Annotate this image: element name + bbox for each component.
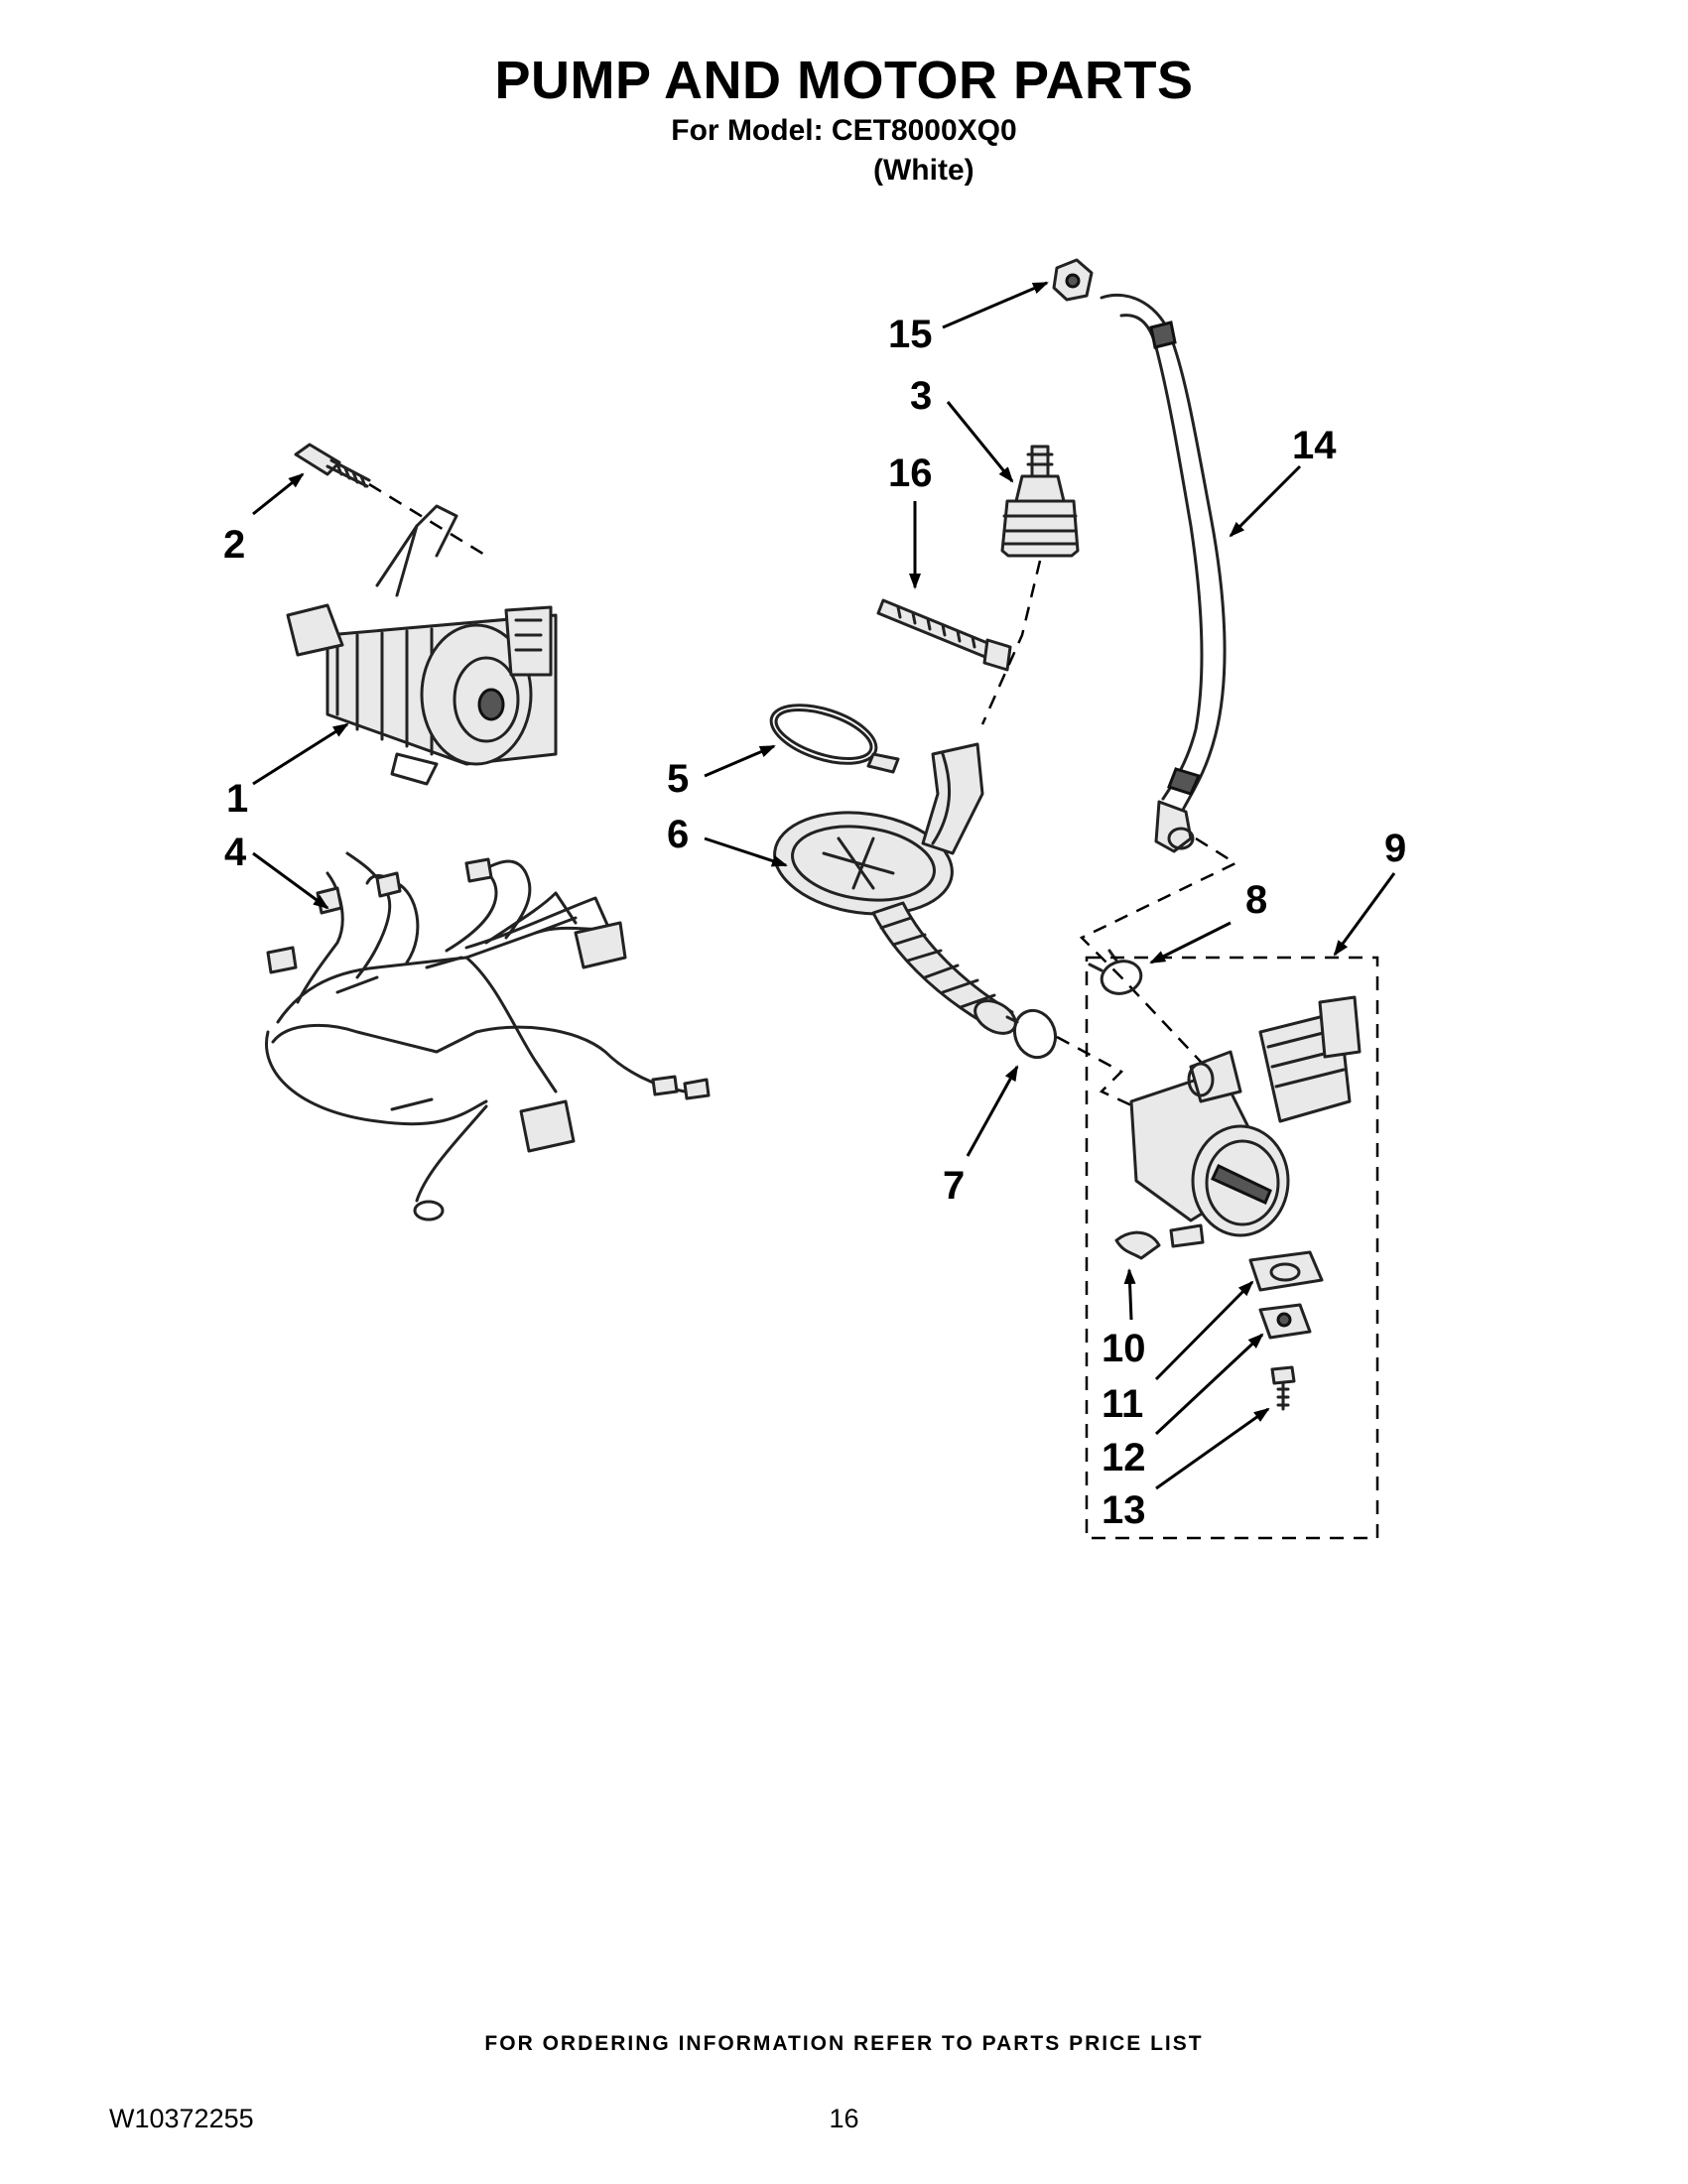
pump-clip-part <box>1114 1230 1161 1260</box>
leader-6 <box>704 836 788 867</box>
callout-5: 5 <box>667 757 689 801</box>
callout-9: 9 <box>1384 827 1406 870</box>
ordering-note: FOR ORDERING INFORMATION REFER TO PARTS … <box>484 2032 1204 2055</box>
callout-6: 6 <box>667 813 689 856</box>
pump-assembly-box <box>1085 956 1379 1540</box>
page-title: PUMP AND MOTOR PARTS <box>494 51 1194 110</box>
leader-5 <box>704 744 776 778</box>
upper-hose-clamp-part <box>1052 258 1094 302</box>
filter-seal-part <box>1248 1250 1324 1292</box>
cable-tie-part <box>876 598 1012 672</box>
leader-1 <box>252 722 349 786</box>
leader-11 <box>1154 1280 1254 1381</box>
ring-clamp-part <box>769 704 900 774</box>
callout-7: 7 <box>943 1164 965 1208</box>
hose-to-clamp-line <box>1079 836 1238 1063</box>
color-line: (White) <box>873 154 974 187</box>
leader-13 <box>1155 1407 1270 1490</box>
drain-hose-part <box>1100 293 1227 853</box>
drain-pump-part <box>1129 995 1362 1248</box>
leader-3 <box>946 401 1014 483</box>
model-line: For Model: CET8000XQ0 <box>671 114 1017 147</box>
wiring-harness-part <box>265 851 711 1221</box>
leader-9 <box>1333 872 1396 957</box>
clamp-to-pump-line <box>1056 1035 1167 1123</box>
small-clamp-part <box>1005 1008 1058 1060</box>
sump-hose-part <box>773 742 1017 1035</box>
leader-7 <box>966 1065 1019 1157</box>
callout-4: 4 <box>224 831 247 874</box>
leader-8 <box>1149 921 1232 964</box>
leader-2 <box>252 472 305 516</box>
callout-11: 11 <box>1102 1382 1143 1426</box>
drive-motor-part <box>286 504 558 786</box>
filter-bracket-part <box>1258 1303 1312 1340</box>
leader-12 <box>1154 1333 1264 1436</box>
callout-2: 2 <box>223 523 245 567</box>
document-number: W10372255 <box>109 2104 254 2133</box>
callout-14: 14 <box>1292 424 1337 467</box>
callout-1: 1 <box>226 777 248 821</box>
callout-10: 10 <box>1102 1327 1146 1370</box>
leader-14 <box>1229 464 1302 538</box>
callout-13: 13 <box>1102 1488 1146 1532</box>
callout-8: 8 <box>1245 878 1267 922</box>
leader-4 <box>252 851 329 910</box>
spring-clamp-part <box>1088 949 1143 995</box>
callout-15: 15 <box>888 313 933 356</box>
fitting-alignment-line <box>980 560 1042 725</box>
callout-16: 16 <box>888 451 933 495</box>
callout-3: 3 <box>910 374 932 418</box>
page-number: 16 <box>829 2104 859 2133</box>
motor-bolt-part <box>294 443 371 488</box>
leader-15 <box>942 281 1049 329</box>
leader-10 <box>1123 1268 1136 1321</box>
callout-12: 12 <box>1102 1436 1146 1479</box>
pressure-fitting-part <box>1000 445 1080 558</box>
bolt-alignment-line <box>368 482 487 558</box>
pump-screw-part <box>1270 1365 1296 1411</box>
